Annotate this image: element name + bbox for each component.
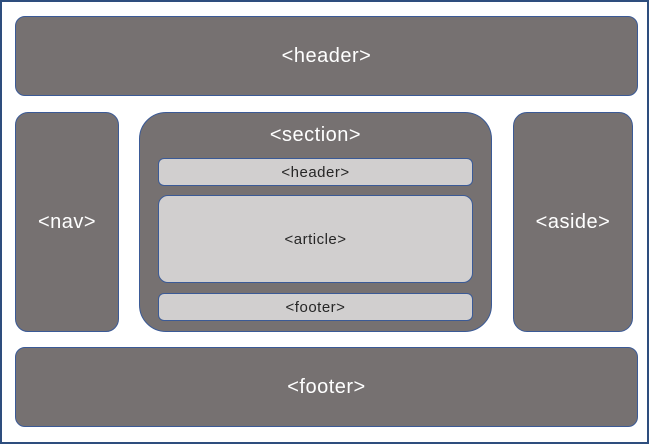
section-footer-label: <footer> [285,298,346,316]
section-box: <section> <header> <article> <footer> [139,112,492,332]
footer-label: <footer> [287,375,366,398]
nav-label: <nav> [37,210,97,233]
nav-box: <nav> [15,112,119,332]
article-box: <article> [158,195,473,283]
section-header-box: <header> [158,158,473,186]
footer-box: <footer> [15,347,638,427]
section-footer-box: <footer> [158,293,473,321]
section-label: <section> [269,124,362,146]
aside-label: <aside> [535,210,611,233]
article-label: <article> [284,230,347,248]
header-label: <header> [281,44,372,67]
aside-box: <aside> [513,112,633,332]
header-box: <header> [15,16,638,96]
section-header-label: <header> [281,163,350,181]
